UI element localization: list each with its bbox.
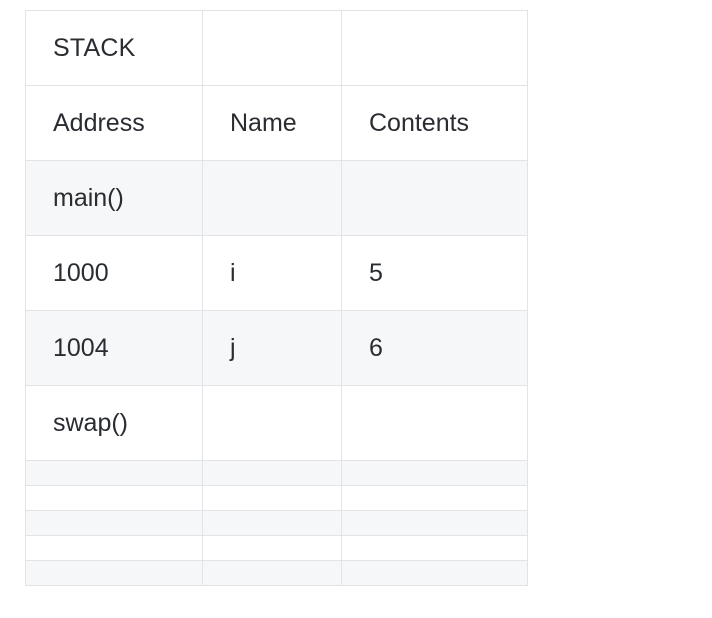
table-title-spacer-2 xyxy=(341,10,528,86)
cell-contents-blank xyxy=(341,510,528,536)
table-header-row: Address Name Contents xyxy=(25,85,528,161)
cell-name-j: j xyxy=(202,310,342,386)
table-row-blank xyxy=(25,535,528,561)
cell-name-blank xyxy=(202,535,342,561)
table-title: STACK xyxy=(25,10,203,86)
table-row: 1000 i 5 xyxy=(25,235,528,311)
cell-address-blank xyxy=(25,560,203,586)
cell-contents-blank xyxy=(341,485,528,511)
column-header-address: Address xyxy=(25,85,203,161)
table-title-spacer-1 xyxy=(202,10,342,86)
cell-contents-5: 5 xyxy=(341,235,528,311)
cell-contents-blank xyxy=(341,460,528,486)
cell-name-empty xyxy=(202,385,342,461)
cell-address-blank xyxy=(25,485,203,511)
cell-contents-blank xyxy=(341,535,528,561)
cell-address-1000: 1000 xyxy=(25,235,203,311)
frame-label-main: main() xyxy=(25,160,203,236)
table-row: main() xyxy=(25,160,528,236)
cell-name-blank xyxy=(202,510,342,536)
cell-contents-6: 6 xyxy=(341,310,528,386)
cell-name-empty xyxy=(202,160,342,236)
table-row: 1004 j 6 xyxy=(25,310,528,386)
cell-address-blank xyxy=(25,460,203,486)
cell-name-blank xyxy=(202,560,342,586)
cell-name-i: i xyxy=(202,235,342,311)
cell-address-blank xyxy=(25,510,203,536)
cell-name-blank xyxy=(202,460,342,486)
stack-memory-table: STACK Address Name Contents main() 1000 … xyxy=(25,10,528,586)
cell-contents-empty xyxy=(341,385,528,461)
table-row-blank xyxy=(25,460,528,486)
cell-address-blank xyxy=(25,535,203,561)
cell-contents-empty xyxy=(341,160,528,236)
table-row-blank xyxy=(25,510,528,536)
column-header-contents: Contents xyxy=(341,85,528,161)
table-row-blank xyxy=(25,485,528,511)
table-row-blank xyxy=(25,560,528,586)
table-row: swap() xyxy=(25,385,528,461)
cell-contents-blank xyxy=(341,560,528,586)
column-header-name: Name xyxy=(202,85,342,161)
cell-name-blank xyxy=(202,485,342,511)
table-title-row: STACK xyxy=(25,10,528,86)
cell-address-1004: 1004 xyxy=(25,310,203,386)
frame-label-swap: swap() xyxy=(25,385,203,461)
